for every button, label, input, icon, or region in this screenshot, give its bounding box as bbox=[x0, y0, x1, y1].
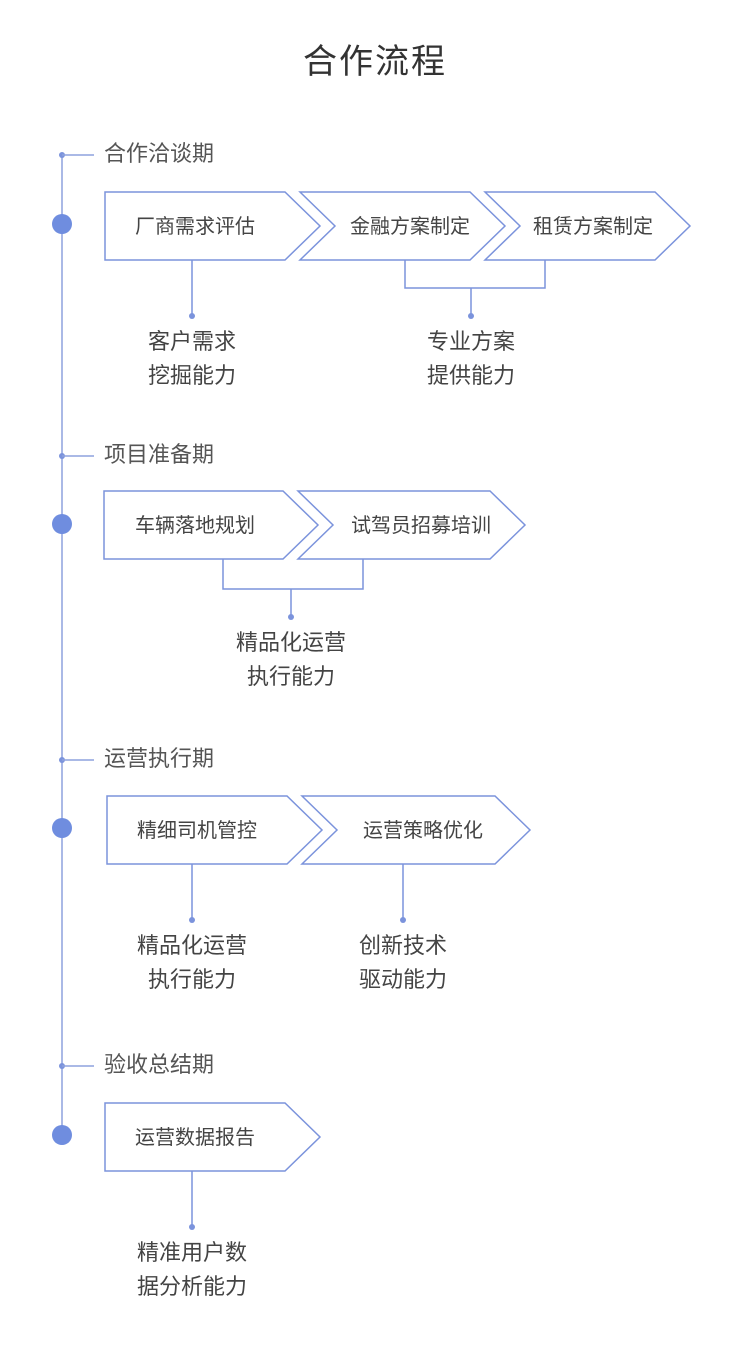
step-chevron bbox=[104, 191, 322, 261]
step-label: 运营数据报告 bbox=[135, 1125, 255, 1149]
capability-line: 挖掘能力 bbox=[147, 364, 236, 389]
capability-label: 精品化运营 执行能力 bbox=[92, 930, 292, 998]
stage-label: 验收总结期 bbox=[104, 1053, 215, 1078]
stage-3-node bbox=[52, 818, 72, 838]
capability-line: 驱动能力 bbox=[358, 968, 447, 993]
step-chevron bbox=[483, 191, 692, 261]
step-label: 租赁方案制定 bbox=[533, 214, 653, 238]
capability-dot bbox=[468, 313, 474, 319]
stage-label: 运营执行期 bbox=[104, 747, 215, 772]
step-chevron bbox=[300, 795, 532, 865]
step-chevron bbox=[103, 490, 320, 560]
capability-line: 精品化运营 bbox=[235, 631, 346, 656]
capability-line: 精品化运营 bbox=[136, 934, 247, 959]
capability-label: 客户需求 挖掘能力 bbox=[92, 326, 292, 394]
capability-dot bbox=[189, 917, 195, 923]
capability-line: 执行能力 bbox=[147, 968, 236, 993]
step-label: 精细司机管控 bbox=[137, 818, 257, 842]
capability-dot bbox=[400, 917, 406, 923]
step-chevron bbox=[106, 795, 324, 865]
capability-dot bbox=[189, 313, 195, 319]
capability-label: 创新技术 驱动能力 bbox=[303, 930, 503, 998]
step-label: 运营策略优化 bbox=[363, 818, 483, 842]
capability-dot bbox=[288, 614, 294, 620]
capability-dot bbox=[189, 1224, 195, 1230]
stage-2-node bbox=[52, 514, 72, 534]
stage-4-node bbox=[52, 1125, 72, 1145]
step-label: 金融方案制定 bbox=[350, 214, 470, 238]
step-chevron bbox=[298, 191, 507, 261]
capability-line: 客户需求 bbox=[147, 330, 236, 355]
stage-label: 项目准备期 bbox=[104, 443, 215, 468]
capability-line: 创新技术 bbox=[358, 934, 447, 959]
step-chevron bbox=[104, 1102, 322, 1172]
capability-label: 精品化运营 执行能力 bbox=[191, 627, 391, 695]
step-label: 车辆落地规划 bbox=[135, 513, 255, 537]
capability-label: 专业方案 提供能力 bbox=[371, 326, 571, 394]
stage-1-node bbox=[52, 214, 72, 234]
step-label: 厂商需求评估 bbox=[135, 214, 255, 238]
capability-line: 提供能力 bbox=[426, 364, 515, 389]
capability-bracket bbox=[222, 559, 364, 590]
capability-label: 精准用户数 据分析能力 bbox=[92, 1237, 292, 1305]
capability-line: 据分析能力 bbox=[136, 1275, 247, 1300]
step-label: 试驾员招募培训 bbox=[351, 513, 491, 537]
capability-bracket bbox=[404, 260, 546, 289]
stage-label: 合作洽谈期 bbox=[104, 142, 215, 167]
page-title: 合作流程 bbox=[303, 42, 447, 82]
capability-line: 专业方案 bbox=[426, 330, 515, 355]
capability-line: 精准用户数 bbox=[136, 1241, 247, 1266]
step-chevron bbox=[296, 490, 527, 560]
capability-line: 执行能力 bbox=[246, 665, 335, 690]
